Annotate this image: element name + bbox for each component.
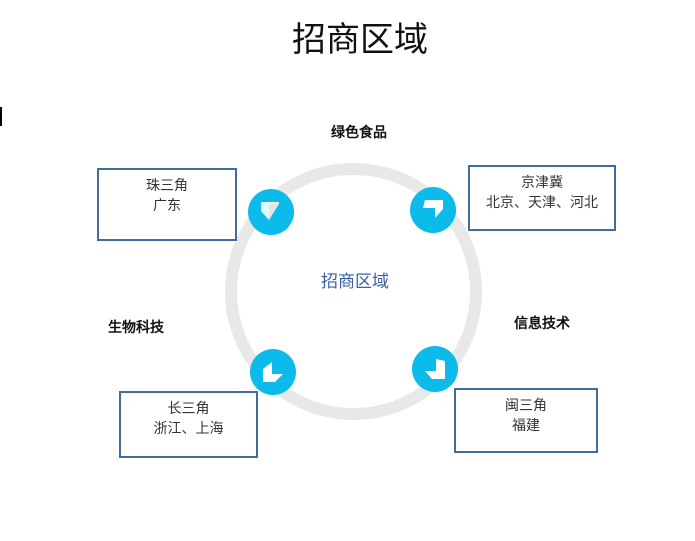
region-areas: 广东 bbox=[153, 198, 181, 214]
corner-icon-top-right bbox=[410, 187, 456, 233]
center-label: 招商区域 bbox=[321, 272, 389, 292]
region-name: 京津冀 bbox=[521, 175, 563, 191]
region-name: 长三角 bbox=[167, 401, 210, 417]
category-green-food: 绿色食品 bbox=[331, 125, 387, 141]
category-biotech: 生物科技 bbox=[108, 320, 164, 336]
page-title: 招商区域 bbox=[292, 20, 428, 60]
region-box-minsanjiao: 闽三角 福建 bbox=[454, 388, 598, 453]
region-box-jingjinji: 京津冀 北京、天津、河北 bbox=[468, 165, 616, 231]
text-cursor bbox=[0, 107, 2, 126]
corner-icon-bottom-left bbox=[250, 349, 296, 395]
corner-icon-top-left bbox=[248, 189, 294, 235]
region-areas: 福建 bbox=[512, 418, 540, 434]
category-it: 信息技术 bbox=[514, 316, 570, 332]
region-areas: 浙江、上海 bbox=[153, 421, 224, 437]
corner-icon-bottom-right bbox=[412, 346, 458, 392]
region-name: 珠三角 bbox=[146, 178, 188, 194]
region-areas: 北京、天津、河北 bbox=[486, 195, 598, 211]
region-name: 闽三角 bbox=[505, 398, 547, 414]
region-box-pearl-river: 珠三角 广东 bbox=[97, 168, 237, 241]
region-box-yangtze: 长三角 浙江、上海 bbox=[119, 391, 258, 458]
